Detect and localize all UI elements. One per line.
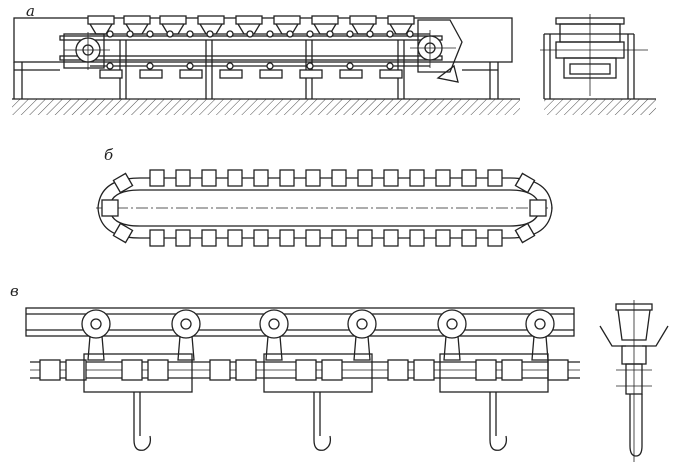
label-c: в xyxy=(10,282,19,300)
view-a-end xyxy=(540,14,656,115)
chain-pins-top xyxy=(106,30,414,38)
trolleys xyxy=(81,309,555,361)
traction-chain xyxy=(30,359,580,381)
label-a: а xyxy=(26,2,35,20)
hanger-frames xyxy=(83,353,549,393)
upper-carrier-row xyxy=(87,15,415,35)
drive-sprocket-left xyxy=(63,32,110,70)
end-blocks xyxy=(101,172,547,244)
view-c-end xyxy=(599,300,669,462)
view-c-overhead: в xyxy=(10,282,580,451)
label-b: б xyxy=(104,146,114,164)
hooks xyxy=(133,392,508,451)
top-rollers xyxy=(149,169,503,187)
ground-hatch xyxy=(12,99,520,115)
view-a-side: а xyxy=(12,2,520,115)
ground-hatch-end xyxy=(544,99,656,115)
tension-sprocket-right xyxy=(410,19,463,83)
view-b-chain-loop: б xyxy=(96,146,553,247)
lower-carrier-row xyxy=(99,62,403,79)
bottom-rollers xyxy=(149,229,503,247)
